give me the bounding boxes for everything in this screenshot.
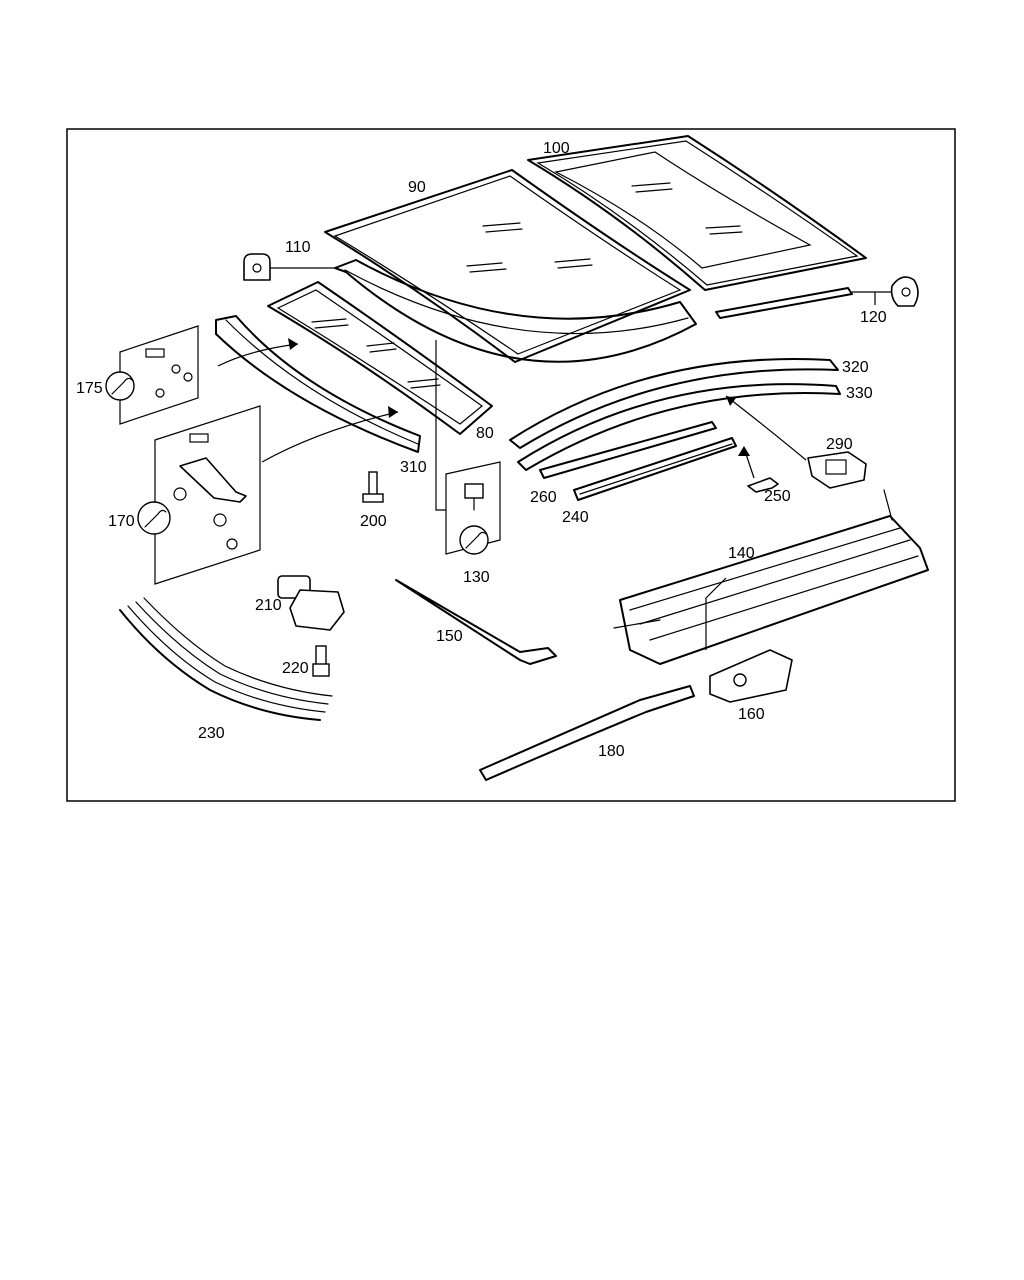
label-180: 180	[598, 743, 625, 760]
part-160-bracket	[709, 649, 793, 703]
part-100-rear-glass-panel	[527, 135, 867, 291]
part-200-bolt	[362, 471, 384, 503]
part-320-guide-rail	[509, 358, 839, 449]
label-210: 210	[255, 597, 282, 614]
part-140-side-rail-frame	[613, 489, 929, 665]
label-290: 290	[826, 436, 853, 453]
label-250: 250	[764, 488, 791, 505]
label-150: 150	[436, 628, 463, 645]
label-130: 130	[463, 569, 490, 586]
part-240-slat	[573, 437, 737, 501]
seal-profile-icon	[890, 276, 919, 307]
label-110: 110	[285, 239, 311, 256]
label-100: 100	[543, 140, 570, 157]
label-160: 160	[738, 706, 765, 723]
label-240: 240	[562, 509, 589, 526]
part-230-drive-cables	[119, 597, 333, 721]
part-130-fastener-kit	[445, 461, 501, 555]
label-330: 330	[846, 385, 873, 402]
part-150-pushrod	[395, 579, 557, 665]
label-175: 175	[76, 380, 103, 397]
diagram-frame	[66, 128, 956, 802]
part-250-clip	[747, 477, 779, 493]
label-320: 320	[842, 359, 869, 376]
part-labels: 100 90 110 120 320 330 175 80 290 310 25…	[76, 140, 887, 760]
label-170: 170	[108, 513, 135, 530]
part-120-seal-strip	[715, 276, 919, 319]
leader-lines	[435, 340, 727, 650]
assembly-arrows	[217, 338, 807, 479]
label-80: 80	[476, 425, 494, 442]
part-220-pin	[312, 645, 330, 677]
part-180-drive-cable	[479, 685, 695, 781]
part-310-front-cross-member	[215, 315, 421, 453]
label-230: 230	[198, 725, 225, 742]
label-140: 140	[728, 545, 755, 562]
wrench-icon	[137, 501, 171, 535]
label-260: 260	[530, 489, 557, 506]
label-90: 90	[408, 179, 426, 196]
label-200: 200	[360, 513, 387, 530]
wrench-icon	[105, 371, 135, 401]
part-90-front-glass-panel	[324, 169, 691, 363]
part-110-seal-frame	[243, 253, 697, 363]
label-310: 310	[400, 459, 427, 476]
part-170-fastener-kit	[137, 405, 261, 585]
wrench-icon	[459, 525, 489, 555]
label-220: 220	[282, 660, 309, 677]
label-120: 120	[860, 309, 887, 326]
part-290-latch-assembly	[807, 451, 867, 489]
seal-profile-icon	[243, 253, 271, 281]
part-210-drive-motor	[277, 575, 345, 631]
part-175-fastener-kit	[105, 325, 199, 425]
part-330-guide-rail	[517, 383, 841, 471]
part-260-slat	[539, 421, 717, 479]
part-80-inner-glass-panel	[267, 281, 493, 435]
